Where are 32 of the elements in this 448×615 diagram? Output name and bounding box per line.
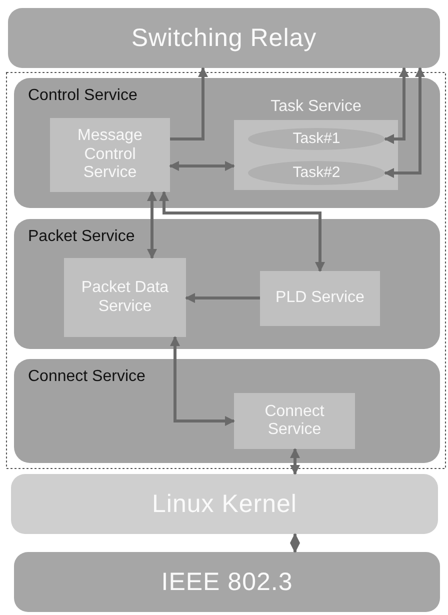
service-box: [64, 258, 186, 337]
node-label: Switching Relay: [131, 24, 317, 52]
node-label: Task#1: [292, 130, 340, 148]
group-heading: Task Service: [270, 98, 362, 116]
group-heading: Packet Service: [28, 228, 135, 246]
connector-arrow: [290, 533, 300, 553]
node-label: Message Control Service: [76, 127, 144, 183]
kernel-layer: [11, 474, 438, 534]
service-box: [50, 118, 170, 192]
service-group: [14, 219, 440, 349]
node-label: Task#2: [292, 164, 340, 182]
network-layer: [14, 552, 440, 612]
service-box: [234, 393, 355, 449]
service-box: [260, 271, 380, 326]
relay-layer: [8, 8, 440, 68]
connector-arrow: [290, 448, 300, 475]
node-label: Packet Data Service: [80, 279, 170, 316]
service-group: [14, 78, 440, 208]
connector-arrow: [169, 161, 235, 171]
connector-arrow: [185, 293, 260, 303]
node-label: PLD Service: [276, 289, 364, 308]
connector-arrow: [170, 67, 208, 140]
connector-arrow: [170, 336, 235, 426]
connector-arrow: [384, 67, 409, 144]
connector-arrow: [384, 67, 425, 178]
connector-arrow: [147, 191, 157, 259]
service-group: [14, 359, 440, 463]
group-heading: Control Service: [28, 87, 138, 105]
group-heading: Connect Service: [28, 368, 146, 386]
connector-arrow: [159, 191, 325, 272]
node-label: Connect Service: [264, 402, 326, 440]
node-label: IEEE 802.3: [161, 568, 293, 596]
